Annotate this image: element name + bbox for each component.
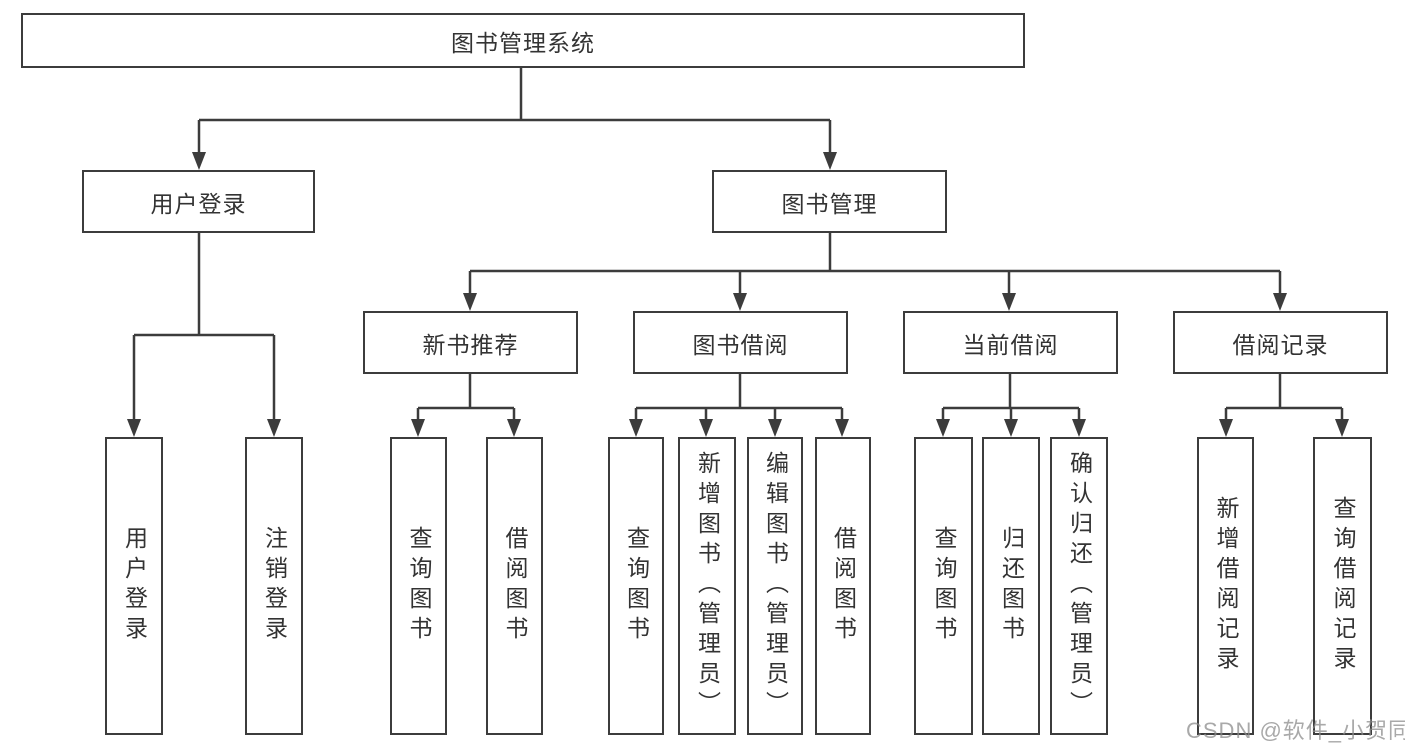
arrow-down-icon [1004, 419, 1018, 437]
arrow-down-icon [463, 293, 477, 311]
node-borrow-records: 借阅记录 [1173, 311, 1388, 374]
arrow-down-icon [127, 419, 141, 437]
arrow-down-icon [1335, 419, 1349, 437]
leaf-add-borrow-record: 新增借阅记录 [1197, 437, 1254, 735]
arrow-down-icon [507, 419, 521, 437]
leaf-user-login: 用户登录 [105, 437, 163, 735]
arrow-down-icon [267, 419, 281, 437]
leaf-edit-book-admin: 编辑图书（管理员） [747, 437, 803, 735]
node-user-login: 用户登录 [82, 170, 315, 233]
arrow-down-icon [699, 419, 713, 437]
leaf-logout-login: 注销登录 [245, 437, 303, 735]
leaf-query-borrow-record: 查询借阅记录 [1313, 437, 1372, 735]
arrow-down-icon [1002, 293, 1016, 311]
arrow-down-icon [733, 293, 747, 311]
leaf-confirm-return-admin: 确认归还（管理员） [1050, 437, 1108, 735]
leaf-query-books-recommend: 查询图书 [390, 437, 447, 735]
leaf-return-books: 归还图书 [982, 437, 1040, 735]
arrow-down-icon [1219, 419, 1233, 437]
arrow-down-icon [629, 419, 643, 437]
leaf-borrow-books-recommend: 借阅图书 [486, 437, 543, 735]
leaf-add-book-admin: 新增图书（管理员） [678, 437, 736, 735]
node-book-management: 图书管理 [712, 170, 947, 233]
arrow-down-icon [768, 419, 782, 437]
node-new-book-recommend: 新书推荐 [363, 311, 578, 374]
arrow-down-icon [411, 419, 425, 437]
arrow-down-icon [835, 419, 849, 437]
arrow-down-icon [192, 152, 206, 170]
arrow-down-icon [936, 419, 950, 437]
leaf-borrow-books: 借阅图书 [815, 437, 871, 735]
node-current-borrow: 当前借阅 [903, 311, 1118, 374]
arrow-down-icon [1072, 419, 1086, 437]
arrow-down-icon [823, 152, 837, 170]
leaf-query-books-current: 查询图书 [914, 437, 973, 735]
connector-path [132, 68, 1344, 423]
node-library-management-system: 图书管理系统 [21, 13, 1025, 68]
leaf-query-books-borrow: 查询图书 [608, 437, 664, 735]
arrow-down-icon [1273, 293, 1287, 311]
node-book-borrow: 图书借阅 [633, 311, 848, 374]
